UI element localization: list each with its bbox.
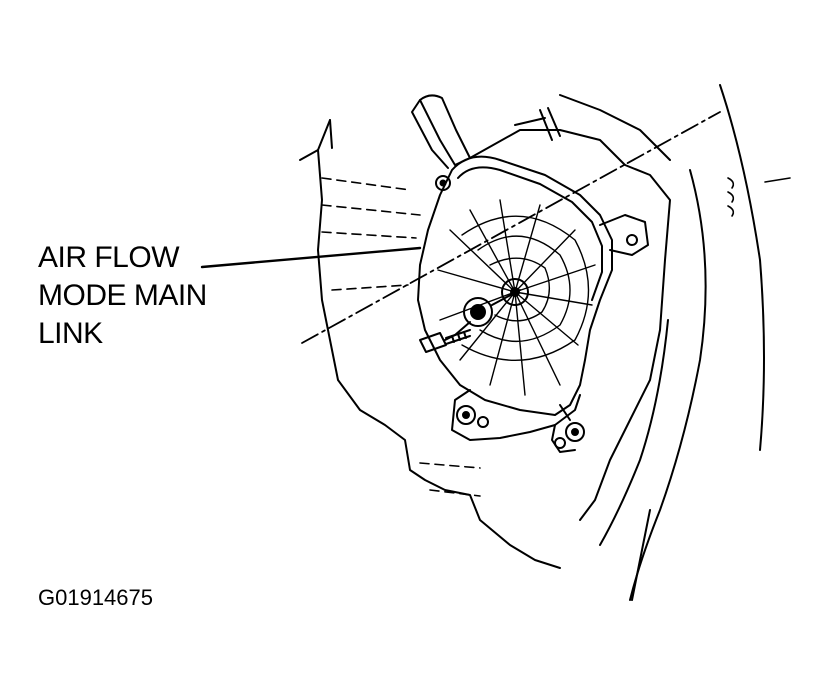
- upper-duct: [411, 94, 626, 169]
- callout-leader-line: [200, 246, 422, 269]
- callout-label: AIR FLOW MODE MAIN LINK: [38, 239, 207, 353]
- housing-dashed-contours: [321, 177, 481, 497]
- center-line: [301, 111, 721, 344]
- cam-plate-ribs: [437, 199, 596, 396]
- callout-line-2: MODE MAIN: [38, 279, 207, 312]
- figure-id: G01914675: [38, 585, 153, 610]
- right-edge-marks: [727, 177, 791, 217]
- housing-right-panel: [559, 84, 765, 601]
- callout-line-1: AIR FLOW: [38, 241, 180, 274]
- cam-concentric-arcs: [461, 215, 590, 361]
- damper-plate: [417, 155, 613, 416]
- mounting-screw: [419, 329, 471, 353]
- lower-bracket: [451, 389, 585, 453]
- callout-line-3: LINK: [38, 317, 103, 350]
- housing-left-outline: [299, 119, 561, 569]
